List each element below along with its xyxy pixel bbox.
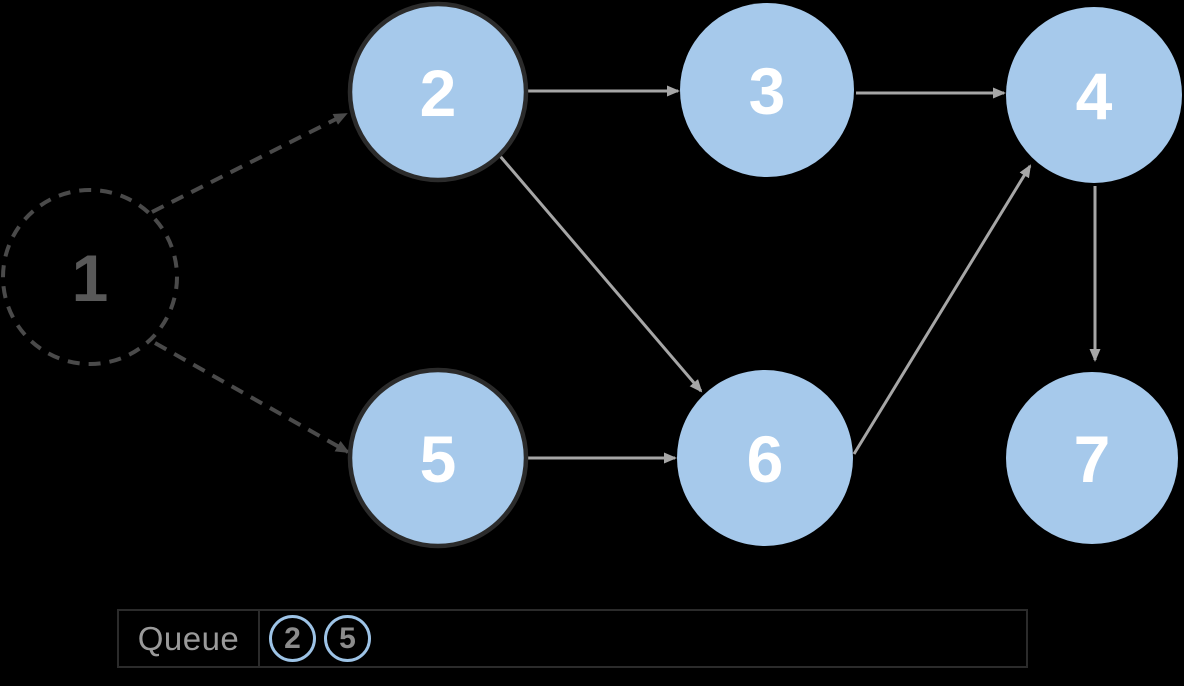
node-7: 7: [1006, 372, 1178, 544]
nodes-layer: 1 2 3 4 5 6 7: [1, 1, 1182, 549]
edge-1-2: [151, 112, 348, 214]
edge-2-6: [498, 155, 703, 393]
node-1-circle: [1, 188, 179, 366]
node-5-label: 5: [420, 422, 457, 496]
node-4-label: 4: [1076, 59, 1113, 133]
node-7-circle: [1006, 372, 1178, 544]
node-3-label: 3: [749, 54, 786, 128]
node-3: 3: [680, 3, 854, 177]
node-7-label: 7: [1074, 422, 1111, 496]
queue-item-2: 2: [269, 615, 316, 662]
node-3-circle: [680, 3, 854, 177]
node-2-circle: [347, 1, 529, 183]
edge-1-5: [154, 341, 350, 454]
edges-layer: [151, 85, 1101, 464]
queue-item-5: 5: [324, 615, 371, 662]
queue-label-cell: Queue: [119, 611, 260, 666]
node-6: 6: [677, 370, 853, 546]
node-2: 2: [347, 1, 529, 183]
node-5-circle: [347, 367, 529, 549]
node-1-label: 1: [72, 241, 109, 315]
node-6-label: 6: [747, 422, 784, 496]
node-4: 4: [1006, 7, 1182, 183]
node-6-circle: [677, 370, 853, 546]
queue-label: Queue: [137, 619, 240, 657]
edge-6-4: [852, 164, 1032, 455]
node-5: 5: [347, 367, 529, 549]
node-2-label: 2: [420, 56, 457, 130]
node-1: 1: [1, 188, 179, 366]
node-4-circle: [1006, 7, 1182, 183]
